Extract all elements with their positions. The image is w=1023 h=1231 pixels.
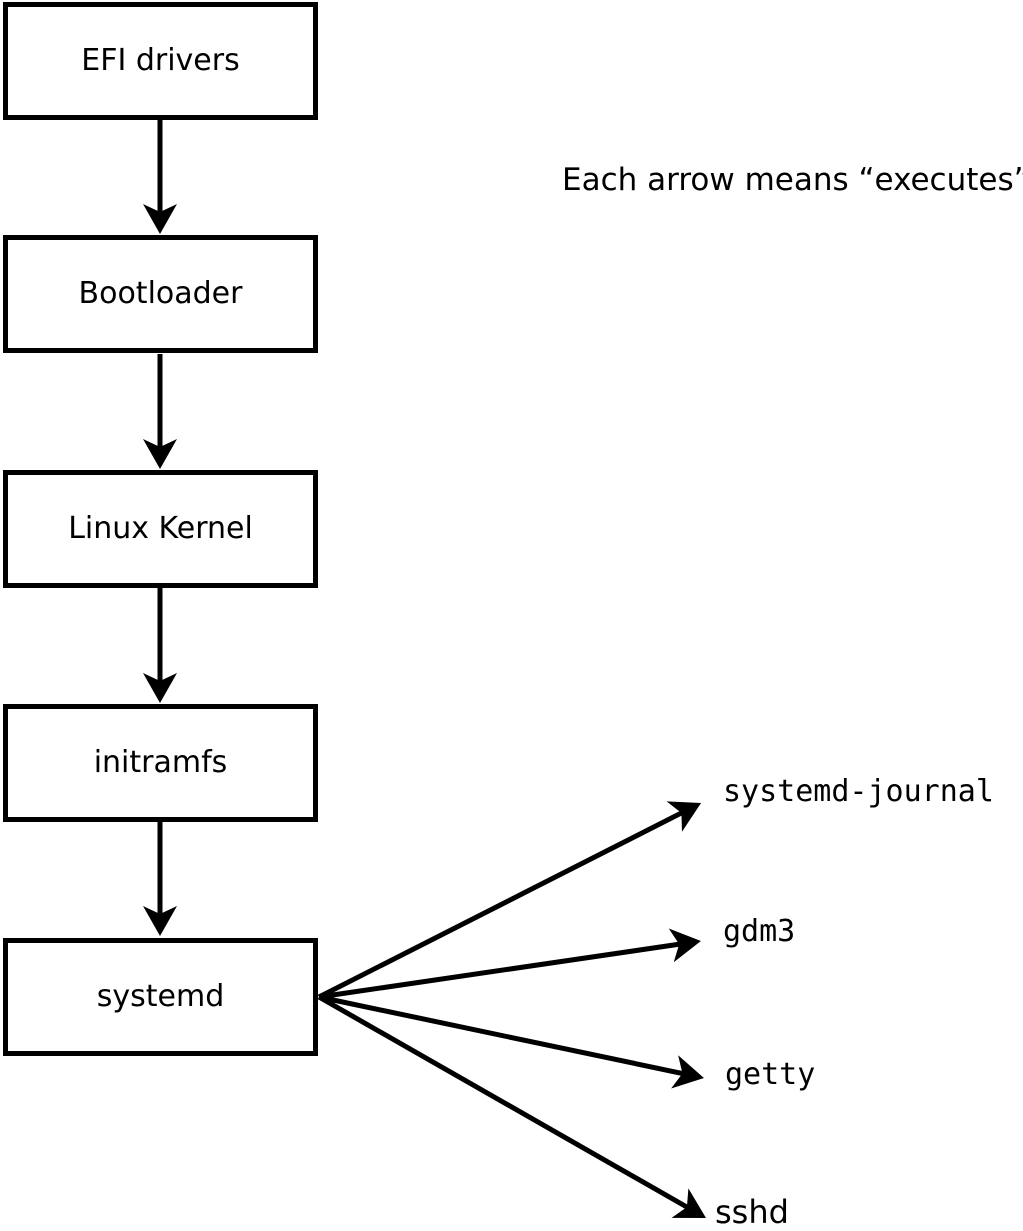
- node-efi-drivers-label: EFI drivers: [81, 43, 240, 78]
- node-bootloader: Bootloader: [3, 235, 318, 353]
- node-bootloader-label: Bootloader: [78, 276, 243, 311]
- arrow-systemd-to-sshd: [317, 994, 707, 1218]
- node-gdm3-label: gdm3: [723, 914, 796, 949]
- node-systemd-journal-label: systemd-journal: [723, 774, 994, 809]
- node-initramfs-label: initramfs: [93, 745, 228, 780]
- node-getty-label: getty: [725, 1057, 816, 1092]
- node-linux-kernel-label: Linux Kernel: [68, 511, 253, 546]
- node-sshd-label: sshd: [715, 1193, 789, 1231]
- arrow-systemd-to-systemd-journal: [317, 801, 702, 1000]
- node-linux-kernel: Linux Kernel: [3, 470, 318, 588]
- node-systemd-label: systemd: [96, 979, 225, 1014]
- arrow-systemd-to-gdm3: [318, 928, 701, 1000]
- node-efi-drivers: EFI drivers: [3, 2, 318, 120]
- node-systemd: systemd: [3, 938, 318, 1056]
- node-initramfs: initramfs: [3, 704, 318, 822]
- legend-note: Each arrow means “executes”.: [562, 162, 1023, 198]
- arrow-systemd-to-getty: [318, 994, 704, 1089]
